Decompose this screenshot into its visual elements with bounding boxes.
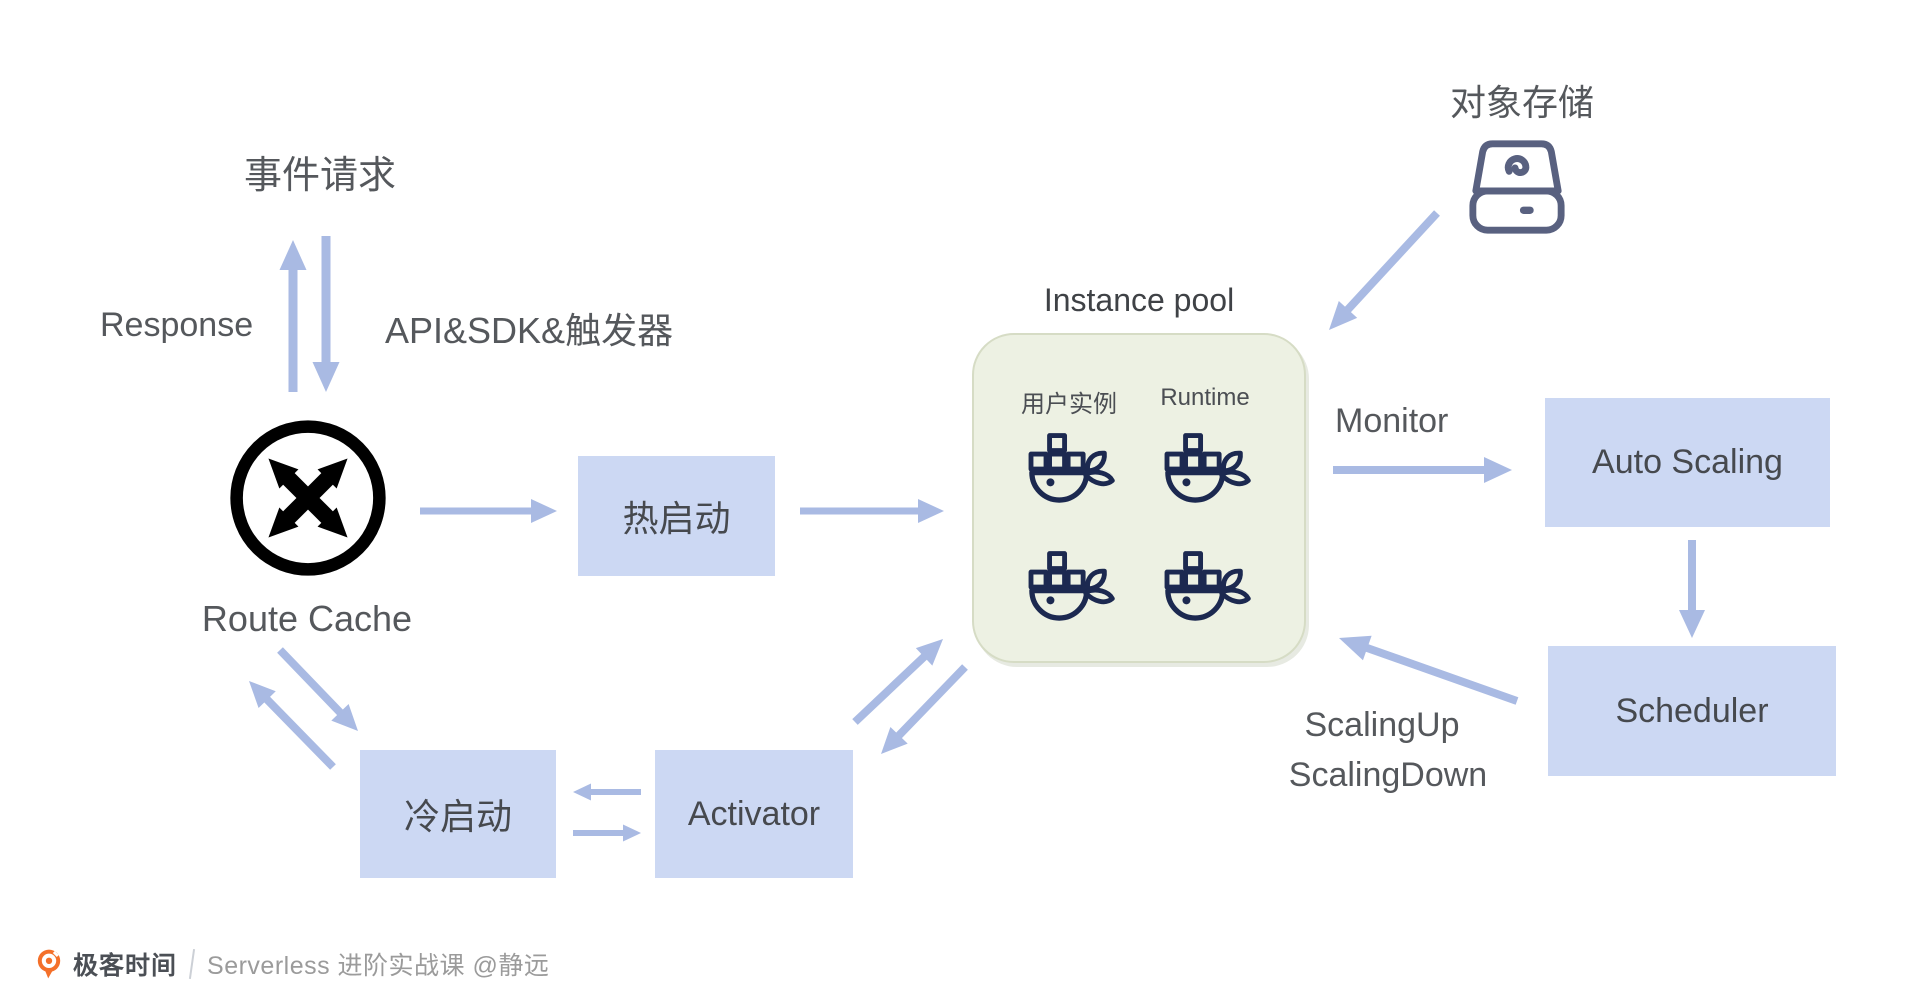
footer-course-credit: Serverless 进阶实战课 @静远 xyxy=(207,952,550,980)
activator-box: Activator xyxy=(655,750,853,878)
arrow-activator-to-pool xyxy=(852,639,943,725)
docker-whale-icon xyxy=(1023,432,1115,508)
object-storage-disk-icon xyxy=(1469,140,1565,234)
geektime-logo-icon xyxy=(37,949,61,979)
scaling-down-label: ScalingDown xyxy=(1288,756,1488,794)
response-label: Response xyxy=(100,306,254,344)
scheduler-box: Scheduler xyxy=(1548,646,1836,776)
api-sdk-trigger-label: API&SDK&触发器 xyxy=(385,310,674,351)
scaling-up-label: ScalingUp xyxy=(1304,706,1460,744)
arrow-activator-to-coldstart xyxy=(573,783,641,801)
arrow-routecache-to-warmstart xyxy=(420,499,557,523)
arrow-warmstart-to-pool xyxy=(800,499,944,523)
arrow-storage-to-pool xyxy=(1329,210,1440,330)
object-storage-label: 对象存储 xyxy=(1449,82,1595,123)
event-request-label: 事件请求 xyxy=(243,155,397,197)
user-instance-column-label: 用户实例 xyxy=(1021,391,1117,418)
arrow-pool-to-activator xyxy=(881,664,968,754)
cold-start-box: 冷启动 xyxy=(360,750,556,878)
instance-pool-title: Instance pool xyxy=(1043,282,1235,318)
arrow-response-up xyxy=(279,240,307,392)
docker-whale-icon xyxy=(1023,550,1115,626)
route-cache-router-icon xyxy=(230,420,386,576)
footer: 极客时间 Serverless 进阶实战课 @静远 xyxy=(33,946,549,982)
arrow-coldstart-to-activator xyxy=(573,824,641,842)
docker-whale-icon xyxy=(1159,550,1251,626)
footer-brand: 极客时间 xyxy=(73,952,178,980)
footer-divider xyxy=(188,949,196,979)
monitor-label: Monitor xyxy=(1335,402,1449,440)
docker-whale-icon xyxy=(1159,432,1251,508)
arrow-scheduler-to-pool xyxy=(1339,635,1519,705)
auto-scaling-box: Auto Scaling xyxy=(1545,398,1830,527)
arrow-coldstart-to-routecache xyxy=(249,681,336,770)
arrow-request-down xyxy=(312,236,340,392)
arrow-pool-to-autoscaling xyxy=(1333,457,1512,483)
arrow-autoscaling-to-scheduler xyxy=(1679,540,1705,638)
warm-start-box: 热启动 xyxy=(578,456,775,576)
instance-pool-container xyxy=(972,333,1306,663)
route-cache-label: Route Cache xyxy=(201,598,413,639)
arrow-routecache-to-coldstart xyxy=(277,647,358,731)
runtime-column-label: Runtime xyxy=(1160,384,1250,411)
